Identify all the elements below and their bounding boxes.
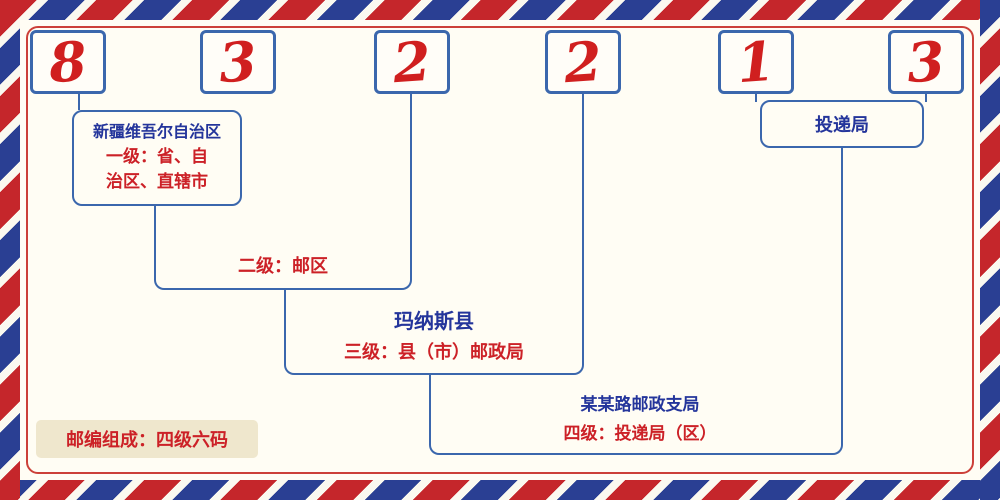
level1-label-box: 新疆维吾尔自治区 一级：省、自 治区、直辖市 xyxy=(72,110,242,206)
level1-desc-line2: 治区、直辖市 xyxy=(106,172,208,191)
level1-place: 新疆维吾尔自治区 xyxy=(92,124,221,142)
digit-box-2: 3 xyxy=(200,28,276,96)
connector-digit1-to-level1 xyxy=(78,94,80,110)
digit-5: 1 xyxy=(735,28,777,96)
composition-note: 邮编组成：四级六码 xyxy=(36,420,258,458)
level4-desc: 四级：投递局（区） xyxy=(563,424,717,443)
level3-desc: 三级：县（市）邮政局 xyxy=(344,342,524,362)
airmail-stripe-right xyxy=(980,0,1000,500)
connector-level4-bracket xyxy=(429,373,843,455)
connector-level2-bracket xyxy=(154,206,412,290)
envelope-inner-border xyxy=(26,26,974,474)
level4-place: 某某路邮政支局 xyxy=(580,395,700,414)
connector-digit6-to-delivery xyxy=(925,94,927,102)
level1-desc-line1: 一级：省、自 xyxy=(106,147,208,167)
airmail-stripe-left xyxy=(0,0,20,500)
digit-box-5: 1 xyxy=(718,28,794,96)
airmail-stripe-bottom xyxy=(0,480,1000,500)
connector-delivery-to-level4 xyxy=(841,148,843,373)
connector-digit4-to-level3 xyxy=(582,94,584,288)
digit-1: 8 xyxy=(47,28,89,96)
digit-box-6: 3 xyxy=(888,28,964,96)
digit-box-4: 2 xyxy=(545,28,621,96)
digit-6: 3 xyxy=(905,28,947,96)
level3-place: 玛纳斯县 xyxy=(394,311,474,333)
composition-note-text: 邮编组成：四级六码 xyxy=(66,430,228,450)
connector-digit3-to-level2 xyxy=(410,94,412,206)
airmail-stripe-top xyxy=(0,0,1000,20)
digit-2: 3 xyxy=(217,28,259,96)
delivery-office-label: 投递局 xyxy=(815,115,869,135)
digit-box-1: 8 xyxy=(30,28,106,96)
connector-digit5-to-delivery xyxy=(755,94,757,102)
digit-4: 2 xyxy=(562,28,604,96)
digit-box-3: 2 xyxy=(374,28,450,96)
level2-desc: 二级：邮区 xyxy=(238,256,328,276)
delivery-office-box: 投递局 xyxy=(760,100,924,148)
digit-3: 2 xyxy=(391,28,433,96)
